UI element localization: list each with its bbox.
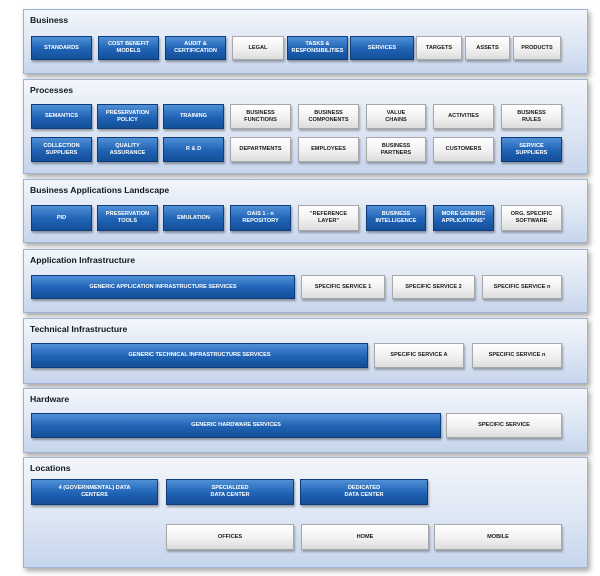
org-specific-software-box: ORG. SPECIFIC SOFTWARE [501,205,562,231]
r-and-d-box: R & D [163,137,224,162]
specific-service-a-box: SPECIFIC SERVICE A [374,343,464,368]
generic-technical-infrastructure-services-box: GENERIC TECHNICAL INFRASTRUCTURE SERVICE… [31,343,368,368]
locations-layer-title: Locations [30,463,71,473]
governmental-data-centers-box: 4 (GOVERNMENTAL) DATA CENTERS [31,479,158,505]
tasks-responsibilities-box: TASKS & RESPONSIBILITIES [287,36,348,60]
generic-application-infrastructure-services-box: GENERIC APPLICATION INFRASTRUCTURE SERVI… [31,275,295,299]
business-layer-title: Business [30,15,69,25]
standards-box: STANDARDS [31,36,92,60]
service-suppliers-box: SERVICE SUPPLIERS [501,137,562,162]
technical-infrastructure-layer: Technical Infrastructure GENERIC TECHNIC… [23,318,588,384]
locations-layer: Locations 4 (GOVERNMENTAL) DATA CENTERS … [23,457,588,568]
business-layer: Business STANDARDS COST BENEFIT MODELS A… [23,9,588,74]
processes-layer-title: Processes [30,85,74,95]
business-applications-layer: Business Applications Landscape PID PRES… [23,179,588,243]
legal-box: LEGAL [232,36,284,60]
training-box: TRAINING [163,104,224,129]
generic-hardware-services-box: GENERIC HARDWARE SERVICES [31,413,441,438]
specific-service-2-box: SPECIFIC SERVICE 2 [392,275,475,299]
specific-service-n-box: SPECIFIC SERVICE n [482,275,562,299]
cost-benefit-models-box: COST BENEFIT MODELS [98,36,159,60]
more-generic-applications-box: MORE GENERIC APPLICATIONS" [433,205,494,231]
employees-box: EMPLOYEES [298,137,359,162]
offices-box: OFFICES [166,524,294,550]
value-chains-box: VALUE CHAINS [366,104,426,129]
pid-box: PID [31,205,92,231]
business-intelligence-box: BUSINESS INTELLIGENCE [366,205,426,231]
mobile-box: MOBILE [434,524,562,550]
application-infrastructure-layer-title: Application Infrastructure [30,255,136,265]
semantics-box: SEMANTICS [31,104,92,129]
specific-service-hardware-box: SPECIFIC SERVICE [446,413,562,438]
preservation-policy-box: PRESERVATION POLICY [97,104,158,129]
collection-suppliers-box: COLLECTION SUPPLIERS [31,137,92,162]
business-components-box: BUSINESS COMPONENTS [298,104,359,129]
business-rules-box: BUSINESS RULES [501,104,562,129]
emulation-box: EMULATION [163,205,224,231]
business-partners-box: BUSINESS PARTNERS [366,137,426,162]
products-box: PRODUCTS [513,36,561,60]
home-box: HOME [301,524,429,550]
targets-box: TARGETS [416,36,462,60]
assets-box: ASSETS [465,36,510,60]
audit-certification-box: AUDIT & CERTIFICATION [165,36,226,60]
customers-box: CUSTOMERS [433,137,494,162]
business-functions-box: BUSINESS FUNCTIONS [230,104,291,129]
technical-infrastructure-layer-title: Technical Infrastructure [30,324,128,334]
specific-service-1-box: SPECIFIC SERVICE 1 [301,275,385,299]
processes-layer: Processes SEMANTICS PRESERVATION POLICY … [23,79,588,174]
dedicated-data-center-box: DEDICATED DATA CENTER [300,479,428,505]
activities-box: ACTIVITIES [433,104,494,129]
specialized-data-center-box: SPECIALIZED DATA CENTER [166,479,294,505]
application-infrastructure-layer: Application Infrastructure GENERIC APPLI… [23,249,588,313]
business-applications-layer-title: Business Applications Landscape [30,185,170,195]
hardware-layer: Hardware GENERIC HARDWARE SERVICES SPECI… [23,388,588,453]
quality-assurance-box: QUALITY ASSURANCE [97,137,158,162]
services-box: SERVICES [350,36,414,60]
specific-service-n-tech-box: SPECIFIC SERVICE n [472,343,562,368]
departments-box: DEPARTMENTS [230,137,291,162]
preservation-tools-box: PRESERVATION TOOLS [97,205,158,231]
hardware-layer-title: Hardware [30,394,70,404]
oais-repository-box: OAIS 1 - n REPOSITORY [230,205,291,231]
reference-layer-box: "REFERENCE LAYER" [298,205,359,231]
